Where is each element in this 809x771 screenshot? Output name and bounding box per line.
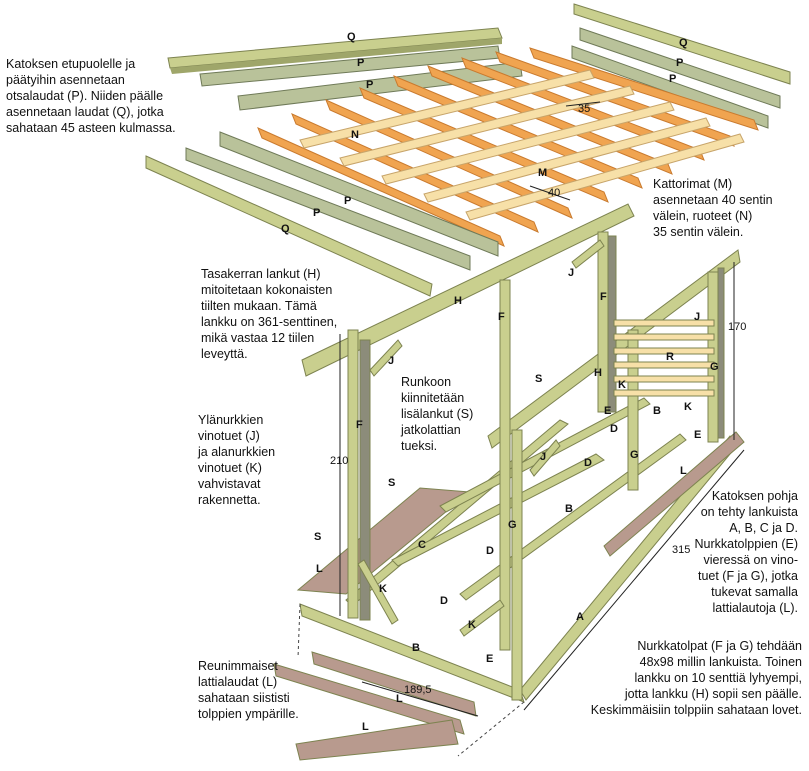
rafter-grid xyxy=(257,47,759,247)
dim-width: 189,5 xyxy=(404,684,432,696)
fascia-p-top-left-2 xyxy=(237,61,523,111)
dim-rafter-spacing: 40 xyxy=(548,187,560,199)
label-h: H xyxy=(454,295,462,307)
label-l: L xyxy=(680,465,687,477)
dim-height-front: 210 xyxy=(330,455,348,467)
label-j: J xyxy=(568,267,574,279)
fascia-p-top-right-1 xyxy=(579,27,781,109)
label-q: Q xyxy=(347,31,356,43)
label-g: G xyxy=(630,449,639,461)
note-frame: Runkoon kiinnitetään lisälankut (S) jatk… xyxy=(401,375,474,453)
label-p: P xyxy=(357,57,364,69)
note-rafters: Kattorimat (M) asennetaan 40 sentin väle… xyxy=(653,177,773,239)
label-c: C xyxy=(418,539,426,551)
roof-board-q-top-right xyxy=(573,3,791,85)
label-f: F xyxy=(600,291,607,303)
label-p: P xyxy=(366,79,373,91)
label-h: H xyxy=(594,367,602,379)
roof-board-q-top-left xyxy=(167,27,503,74)
label-g: G xyxy=(508,519,517,531)
note-floorboards: Reunimmaiset lattialaudat (L) sahataan s… xyxy=(198,659,299,721)
dim-batten-spacing: 35 xyxy=(578,103,590,115)
label-q: Q xyxy=(679,37,688,49)
label-e: E xyxy=(694,429,701,441)
fascia-p-lower-left-2 xyxy=(219,131,499,257)
label-e: E xyxy=(604,405,611,417)
label-p: P xyxy=(344,195,351,207)
label-l: L xyxy=(316,563,323,575)
label-k: K xyxy=(468,619,476,631)
dashed-guides xyxy=(297,603,525,757)
label-f: F xyxy=(498,311,505,323)
dimension-lines xyxy=(339,101,745,717)
label-k: K xyxy=(618,379,626,391)
fascia-p-top-right-2 xyxy=(571,45,769,129)
note-posts: Nurkkatolpat (F ja G) tehdään 48x98 mill… xyxy=(590,639,802,717)
label-b: B xyxy=(412,642,420,654)
label-p: P xyxy=(676,57,683,69)
label-d: D xyxy=(486,545,494,557)
label-g: G xyxy=(710,361,719,373)
label-s: S xyxy=(388,477,395,489)
label-b: B xyxy=(565,503,573,515)
label-s: S xyxy=(314,531,321,543)
label-a: A xyxy=(576,611,584,623)
fascia-p-lower-left-1 xyxy=(185,147,471,271)
label-l: L xyxy=(396,693,403,705)
dim-length: 315 xyxy=(672,544,690,556)
label-k: K xyxy=(379,583,387,595)
label-d: D xyxy=(584,457,592,469)
note-beam: Tasakerran lankut (H) mitoitetaan kokona… xyxy=(201,267,338,361)
dim-height-back: 170 xyxy=(728,321,746,333)
roof-board-q-lower-left xyxy=(145,155,433,297)
label-e: E xyxy=(486,653,493,665)
label-d: D xyxy=(440,595,448,607)
label-b: B xyxy=(653,405,661,417)
label-j: J xyxy=(388,355,394,367)
label-k: K xyxy=(684,401,692,413)
label-d: D xyxy=(610,423,618,435)
label-q: Q xyxy=(281,223,290,235)
label-f: F xyxy=(356,419,363,431)
note-fascia: Katoksen etupuolelle ja päätyihin asenne… xyxy=(6,57,176,135)
note-base: Katoksen pohja on tehty lankuista A, B, … xyxy=(694,489,798,615)
frame xyxy=(273,203,745,761)
label-n: N xyxy=(351,129,359,141)
label-s: S xyxy=(535,373,542,385)
label-m: M xyxy=(538,167,547,179)
label-r: R xyxy=(666,351,674,363)
label-j: J xyxy=(694,311,700,323)
label-p: P xyxy=(313,207,320,219)
note-braces: Ylänurkkien vinotuet (J) ja alanurkkien … xyxy=(198,413,276,507)
label-j: J xyxy=(540,451,546,463)
label-p: P xyxy=(669,73,676,85)
label-l: L xyxy=(362,721,369,733)
